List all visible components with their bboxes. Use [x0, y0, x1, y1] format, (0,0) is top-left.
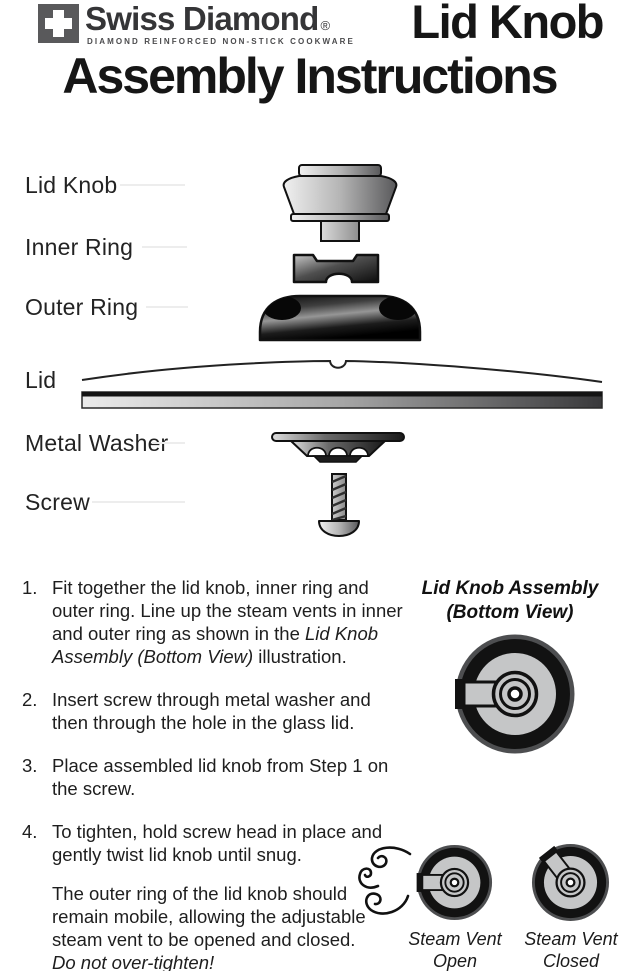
step-1: 1. Fit together the lid knob, inner ring…: [22, 576, 408, 668]
lid-figure: [78, 356, 606, 412]
brand-name-text: Swiss Diamond: [85, 0, 319, 37]
step-3-number: 3.: [22, 755, 38, 776]
bottom-view-title-line1: Lid Knob Assembly: [421, 578, 599, 599]
page-title-line2: Assembly Instructions: [62, 48, 558, 104]
outer-ring-figure: [256, 292, 424, 342]
label-screw: Screw: [25, 489, 90, 515]
leader-line: [146, 306, 188, 308]
lid-knob-bottom-view-figure: [454, 633, 576, 755]
steam-vent-closed-caption: Steam Vent Closed: [524, 929, 618, 971]
step-3: 3. Place assembled lid knob from Step 1 …: [22, 754, 408, 800]
bottom-view-title: Lid Knob Assembly (Bottom View): [404, 577, 616, 625]
metal-washer-figure: [270, 431, 406, 463]
brand-tagline: DIAMOND REINFORCED NON-STICK COOKWARE: [87, 37, 355, 46]
leader-line: [152, 442, 185, 444]
steam-icon: [356, 842, 414, 920]
step-2: 2. Insert screw through metal washer and…: [22, 688, 408, 734]
page-title-line1: Lid Knob: [411, 0, 604, 48]
label-inner-ring: Inner Ring: [25, 234, 134, 260]
leader-line: [142, 246, 187, 248]
step-1-text: Fit together the lid knob, inner ring an…: [52, 577, 403, 667]
step-4-number: 4.: [22, 821, 38, 842]
steam-vent-open-caption: Steam Vent Open: [408, 929, 502, 971]
label-lid: Lid: [25, 367, 57, 393]
label-lid-knob: Lid Knob: [25, 172, 118, 198]
inner-ring-figure: [292, 252, 380, 284]
steam-vent-closed-figure: [531, 843, 610, 922]
step-1-number: 1.: [22, 577, 38, 598]
label-metal-washer: Metal Washer: [25, 430, 169, 456]
leader-line: [92, 501, 185, 503]
step-3-text: Place assembled lid knob from Step 1 on …: [52, 755, 389, 799]
step-4: 4. To tighten, hold screw head in place …: [22, 820, 408, 866]
note-warning: Do not over-tighten!: [52, 952, 215, 971]
swiss-cross-logo-icon: [38, 4, 79, 43]
screw-figure: [317, 472, 361, 538]
leader-line: [120, 184, 185, 186]
note-text: The outer ring of the lid knob should re…: [52, 883, 366, 950]
lid-knob-figure: [276, 163, 404, 243]
step-4-text: To tighten, hold screw head in place and…: [52, 821, 383, 865]
steam-vent-open-figure: [416, 844, 493, 921]
registered-mark: ®: [320, 18, 331, 33]
bottom-view-title-line2: (Bottom View): [446, 602, 574, 623]
step-2-text: Insert screw through metal washer and th…: [52, 689, 371, 733]
label-outer-ring: Outer Ring: [25, 294, 139, 320]
instructions-list: 1. Fit together the lid knob, inner ring…: [22, 576, 408, 971]
brand-name: Swiss Diamond®: [85, 0, 331, 45]
step-2-number: 2.: [22, 689, 38, 710]
note: The outer ring of the lid knob should re…: [52, 882, 408, 971]
